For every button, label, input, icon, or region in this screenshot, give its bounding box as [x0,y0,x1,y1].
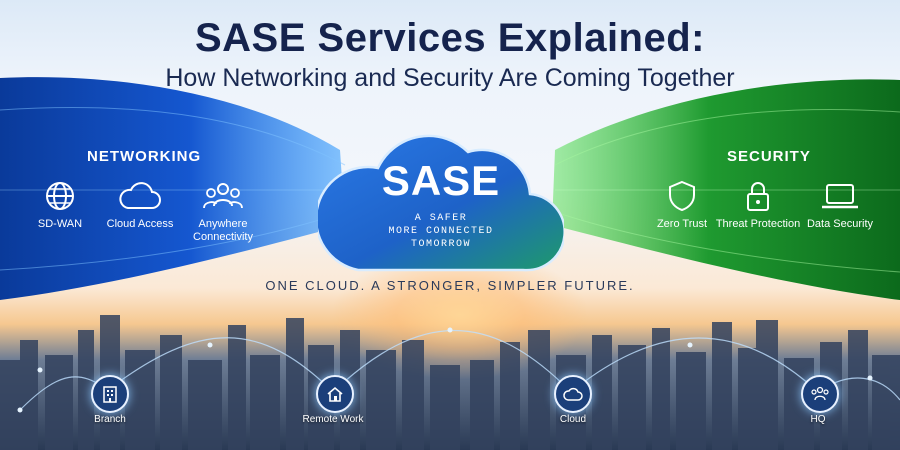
motto: ONE CLOUD. A STRONGER, SIMPLER FUTURE. [265,278,635,293]
remote-work-node [316,375,354,413]
feature-label: Anywhere Connectivity [193,218,253,243]
page-subtitle: How Networking and Security Are Coming T… [165,64,735,92]
sase-cloud [318,134,564,272]
page-title: SASE Services Explained: [194,16,705,60]
security-heading: SECURITY [727,148,811,165]
sase-tagline-line1: A SAFER [414,213,468,224]
cloud-icon [563,387,583,401]
feature-label: Cloud Access [106,218,174,230]
building-icon [103,386,117,403]
feature-label: Data Security [806,218,874,230]
cloud-node [554,375,592,413]
lock-icon [747,182,769,211]
feature-cloud-access: Cloud Access [85,180,195,231]
cloud-label: Cloud [559,414,587,425]
home-icon [327,386,343,402]
remote-work-label: Remote Work [302,414,364,425]
feature-data-security: Data Security [785,180,895,231]
feature-label: Threat Protection [715,218,801,230]
branch-label: Branch [94,414,126,425]
networking-heading: NETWORKING [87,148,202,165]
cloud-icon [119,182,161,209]
feature-sd-wan: SD-WAN [5,180,115,231]
sase-tagline-line3: TOMORROW [410,239,471,250]
laptop-icon [822,184,858,209]
sase-title: SASE [381,157,501,204]
users-icon [811,386,829,401]
feature-label: Zero Trust [656,218,708,230]
shield-icon [669,180,695,212]
city-skyline [0,315,900,450]
users-icon [203,183,243,209]
globe-icon [46,182,74,210]
sase-tagline-line2: MORE CONNECTED [388,226,494,237]
feature-label: SD-WAN [37,218,83,230]
feature-anywhere-connectivity: Anywhere Connectivity [168,180,278,244]
feature-zero-trust: Zero Trust [627,180,737,231]
hq-label: HQ [810,414,826,425]
hq-node [801,375,839,413]
branch-node [91,375,129,413]
feature-threat-protection: Threat Protection [703,180,813,231]
